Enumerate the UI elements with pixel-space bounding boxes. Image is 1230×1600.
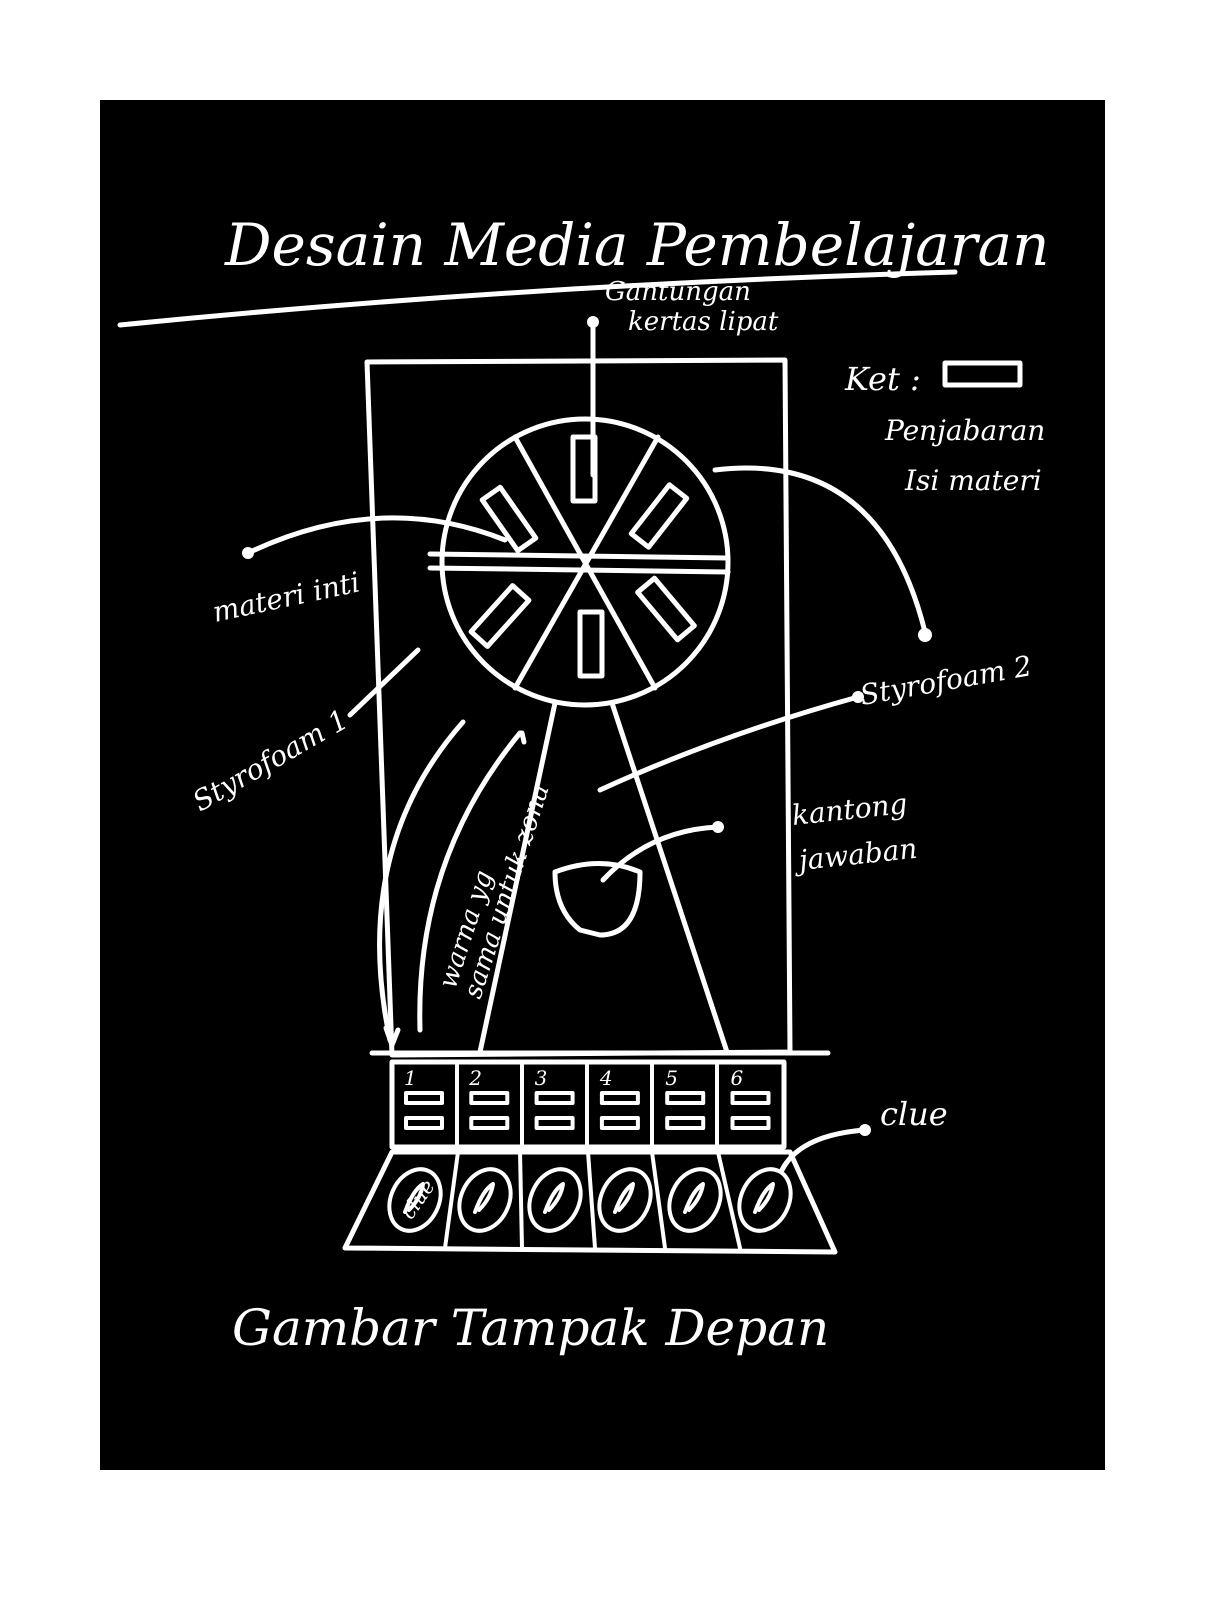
clue-card-scribble	[615, 1184, 633, 1212]
answer-slot: 5	[665, 1066, 703, 1128]
label-gantungan-line1: Gantungan	[605, 277, 751, 307]
legend-rectangle-symbol	[945, 363, 1020, 385]
answer-slot-card	[406, 1093, 442, 1103]
answer-pocket-bowl	[555, 864, 640, 936]
answer-slot-number: 4	[599, 1066, 613, 1090]
color-zone-arrow-2-head	[522, 733, 524, 742]
label-materi-inti: materi inti	[210, 565, 363, 628]
answer-slot-card	[471, 1093, 507, 1103]
answer-slot-card	[733, 1118, 769, 1128]
answer-slot-card	[602, 1093, 638, 1103]
clue-tray: clue	[345, 1152, 835, 1252]
answer-slot: 3	[535, 1066, 573, 1128]
answer-slot-number: 3	[535, 1066, 548, 1090]
label-kantong-line2: jawaban	[791, 832, 918, 878]
answer-slot-number: 5	[665, 1066, 678, 1090]
answer-slot-number: 2	[468, 1066, 482, 1090]
wheel-curve-arrow-dot	[918, 628, 932, 642]
answer-pocket-pointer-dot	[712, 821, 724, 833]
title-underline	[120, 272, 955, 325]
wheel-curve-arrow	[715, 468, 925, 632]
wheel-card-upper-left	[482, 487, 536, 550]
legend-line2: Isi materi	[904, 464, 1042, 497]
answer-slot-card	[667, 1093, 703, 1103]
answer-slot: 6	[731, 1066, 769, 1128]
label-styrofoam-2: Styrofoam 2	[857, 649, 1034, 712]
diagram-title: Desain Media Pembelajaran	[224, 211, 1049, 279]
wheel-card-bottom	[580, 612, 602, 676]
answer-slot-card	[602, 1118, 638, 1128]
materi-inti-pointer-line	[248, 518, 505, 553]
answer-slot-card	[406, 1118, 442, 1128]
wheel-card-upper-right	[631, 485, 687, 547]
label-clue: clue	[880, 1095, 948, 1133]
legend-line1: Penjabaran	[884, 414, 1045, 447]
answer-slot: 1	[404, 1066, 442, 1128]
answer-slot-number: 6	[731, 1066, 744, 1090]
wheel-card-lower-left	[471, 586, 529, 647]
legend-prefix: Ket :	[844, 360, 921, 398]
answer-slot: 2	[468, 1066, 507, 1128]
answer-slot-card	[537, 1093, 573, 1103]
clue-card-scribble	[545, 1184, 563, 1212]
wheel-card-lower-right	[638, 578, 695, 640]
answer-slot-card	[471, 1118, 507, 1128]
styrofoam-1-pointer-line	[350, 650, 418, 715]
styrofoam-1-board	[367, 360, 790, 1055]
answer-slot-card	[667, 1118, 703, 1128]
label-styrofoam-1: Styrofoam 1	[187, 703, 354, 818]
stand-right-edge	[612, 703, 727, 1052]
diagram-caption: Gambar Tampak Depan	[232, 1299, 829, 1357]
answer-slot-number: 1	[404, 1066, 417, 1090]
label-kantong-line1: kantong	[790, 787, 909, 832]
spinning-wheel	[430, 419, 728, 705]
answer-slot: 4	[599, 1066, 638, 1128]
label-gantungan-line2: kertas lipat	[628, 307, 779, 337]
clue-card-scribble	[685, 1184, 703, 1212]
clue-card-scribble	[755, 1184, 773, 1212]
answer-slot-card	[537, 1118, 573, 1128]
answer-slot-row: 1 2 3 4 5 6	[392, 1062, 784, 1147]
answer-slot-card	[733, 1093, 769, 1103]
clue-card-scribble	[475, 1184, 493, 1212]
